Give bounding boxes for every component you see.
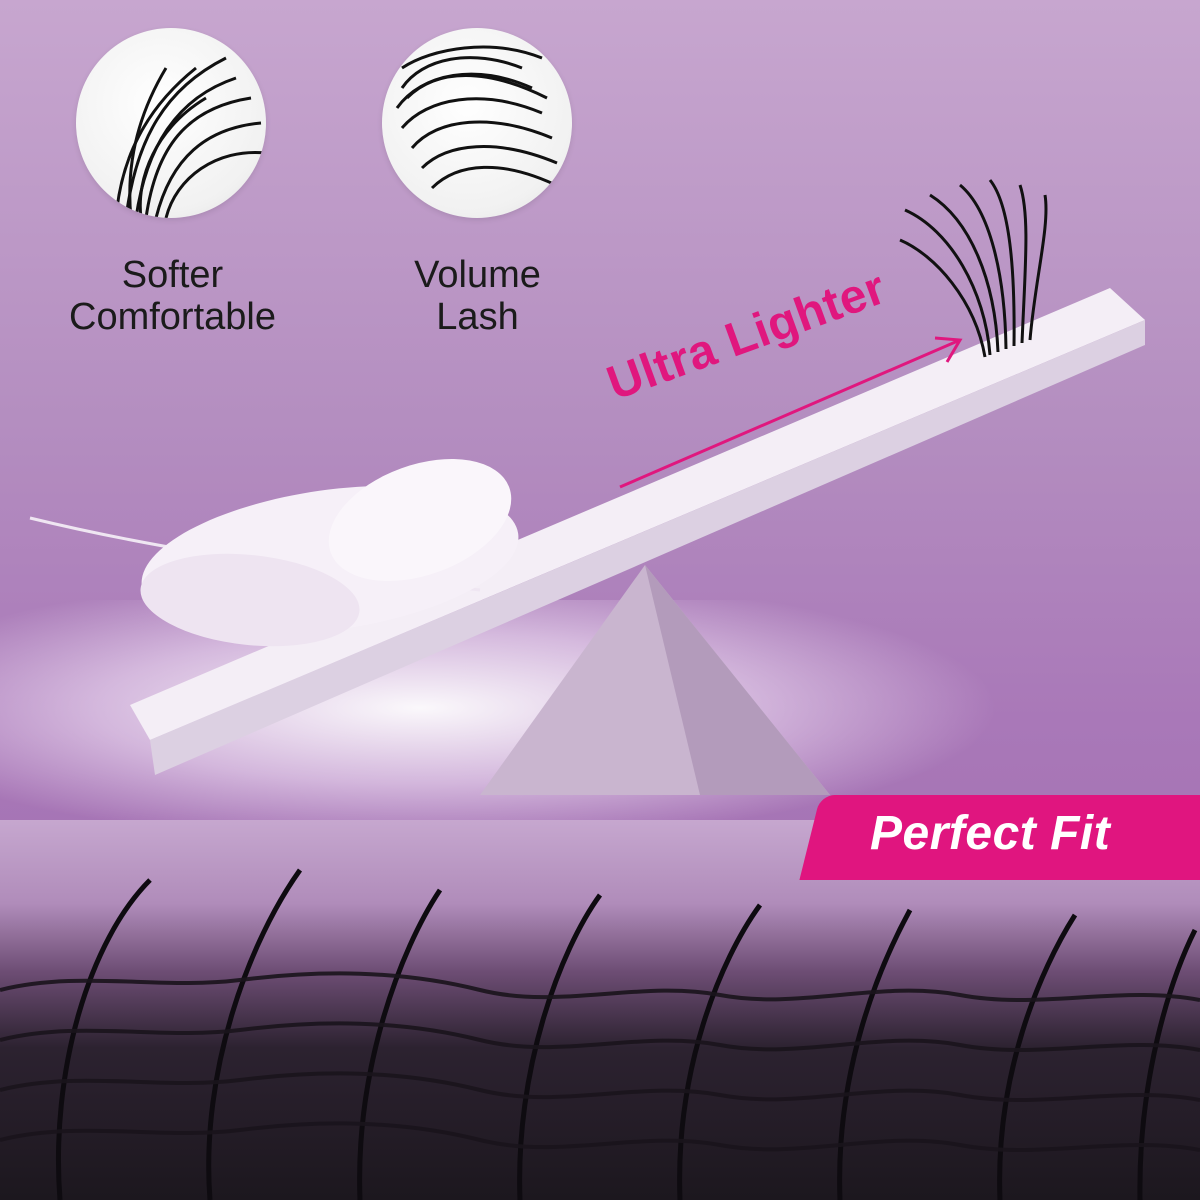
lash-cluster-icon bbox=[899, 179, 1048, 358]
arrow-icon bbox=[619, 336, 963, 489]
feature-label-line2: Comfortable bbox=[69, 296, 276, 338]
volume-lash-closeup-icon bbox=[382, 28, 572, 218]
feature-label-line1: Volume bbox=[414, 254, 541, 296]
pyramid-fulcrum-shade bbox=[645, 565, 830, 795]
feature-label-softer: Softer Comfortable bbox=[40, 254, 305, 338]
lash-tray bbox=[0, 820, 1200, 1200]
seesaw-plank bbox=[130, 288, 1145, 740]
softer-lash-closeup-icon bbox=[76, 28, 266, 218]
seesaw-plank-edge bbox=[150, 320, 1145, 775]
perfect-fit-label: Perfect Fit bbox=[870, 807, 1111, 860]
feather-icon bbox=[29, 458, 519, 647]
feature-label-line2: Lash bbox=[436, 296, 519, 338]
feature-label-line1: Softer bbox=[121, 254, 224, 296]
lash-rows-illustration bbox=[0, 868, 1200, 1200]
feature-label-volume: Volume Lash bbox=[380, 254, 575, 338]
seesaw-illustration bbox=[29, 179, 1145, 795]
